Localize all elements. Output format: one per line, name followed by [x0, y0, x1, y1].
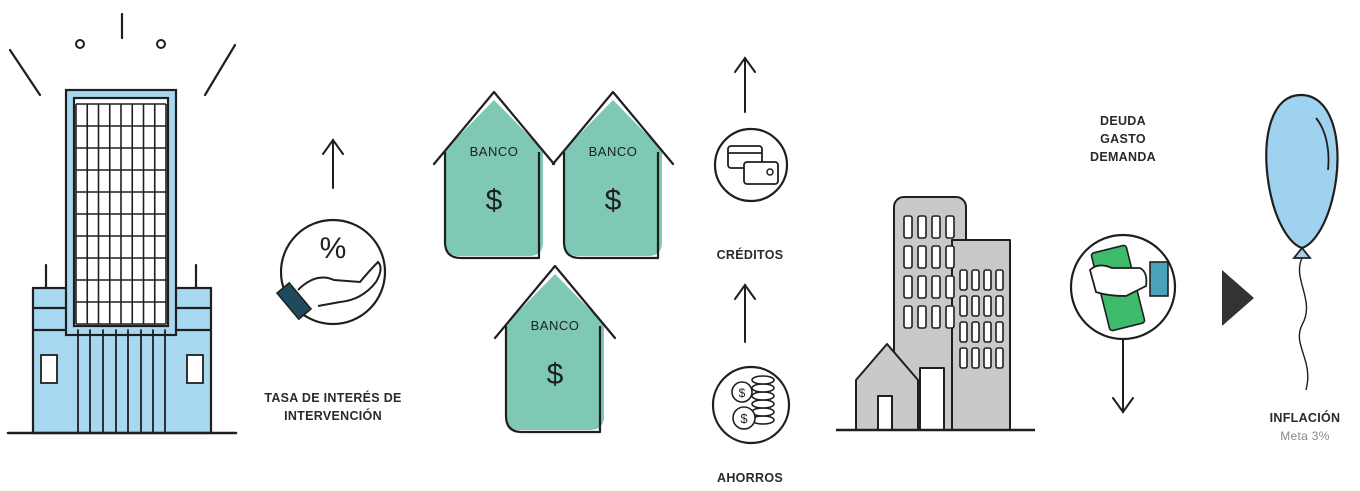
bank-label: BANCO: [589, 144, 638, 159]
coins-icon: $ $: [711, 365, 791, 445]
building-window: [971, 347, 980, 369]
gasto-label: GASTO: [1100, 132, 1146, 146]
demanda-label: DEMANDA: [1090, 150, 1156, 164]
building-window: [995, 269, 1004, 291]
creditos-up-arrow-icon: [734, 56, 756, 113]
building-window: [931, 275, 941, 299]
window-grid: [75, 103, 167, 325]
building-window: [959, 295, 968, 317]
ahorros-label: AHORROS: [717, 471, 783, 485]
interest-rate-up-arrow-icon: [322, 138, 344, 189]
building-window: [959, 269, 968, 291]
building-window: [931, 245, 941, 269]
tasa-label-line1: TASA DE INTERÉS DE: [264, 391, 402, 405]
inflacion-label: INFLACIÓN: [1269, 411, 1341, 425]
credit-cards-icon: [713, 127, 789, 203]
building-window: [917, 245, 927, 269]
bank-house-icon: BANCO $: [493, 264, 617, 434]
central-bank-building-icon: [6, 12, 238, 435]
building-window: [917, 305, 927, 329]
meta-label: Meta 3%: [1280, 429, 1330, 443]
building-window: [983, 269, 992, 291]
percent-symbol: %: [320, 232, 347, 265]
bank-currency-symbol: $: [547, 358, 564, 391]
building-window: [983, 321, 992, 343]
building-window: [945, 215, 955, 239]
building-window: [945, 305, 955, 329]
building-window: [971, 295, 980, 317]
building-window: [903, 215, 913, 239]
coin-symbol: $: [740, 411, 748, 426]
building-window: [917, 275, 927, 299]
bank-currency-symbol: $: [605, 184, 622, 217]
coin-symbol: $: [739, 386, 746, 400]
building-window: [995, 321, 1004, 343]
building-window: [959, 321, 968, 343]
building-window: [995, 295, 1004, 317]
building-window: [945, 275, 955, 299]
balloon-icon: [1265, 93, 1339, 391]
bank-label: BANCO: [531, 318, 580, 333]
building-window: [959, 347, 968, 369]
bank-house-icon: BANCO $: [551, 90, 675, 260]
building-window: [971, 269, 980, 291]
ahorros-up-arrow-icon: [734, 283, 756, 343]
building-window: [903, 305, 913, 329]
building-window: [903, 275, 913, 299]
building-windows: [903, 215, 1004, 369]
deuda-label: DEUDA: [1100, 114, 1146, 128]
building-window: [945, 245, 955, 269]
building-window: [903, 245, 913, 269]
building-window: [983, 295, 992, 317]
bank-currency-symbol: $: [486, 184, 503, 217]
tasa-label-line2: INTERVENCIÓN: [284, 409, 382, 423]
money-hand-icon: $: [1069, 233, 1177, 341]
building-window: [983, 347, 992, 369]
play-triangle-icon: [1222, 270, 1254, 326]
creditos-label: CRÉDITOS: [716, 248, 784, 262]
bank-house-icon: BANCO $: [432, 90, 556, 260]
demand-down-arrow-icon: [1112, 339, 1134, 414]
building-window: [931, 215, 941, 239]
percent-hand-icon: %: [275, 218, 387, 326]
bank-label: BANCO: [470, 144, 519, 159]
building-window: [995, 347, 1004, 369]
building-window: [917, 215, 927, 239]
building-window: [931, 305, 941, 329]
building-window: [971, 321, 980, 343]
